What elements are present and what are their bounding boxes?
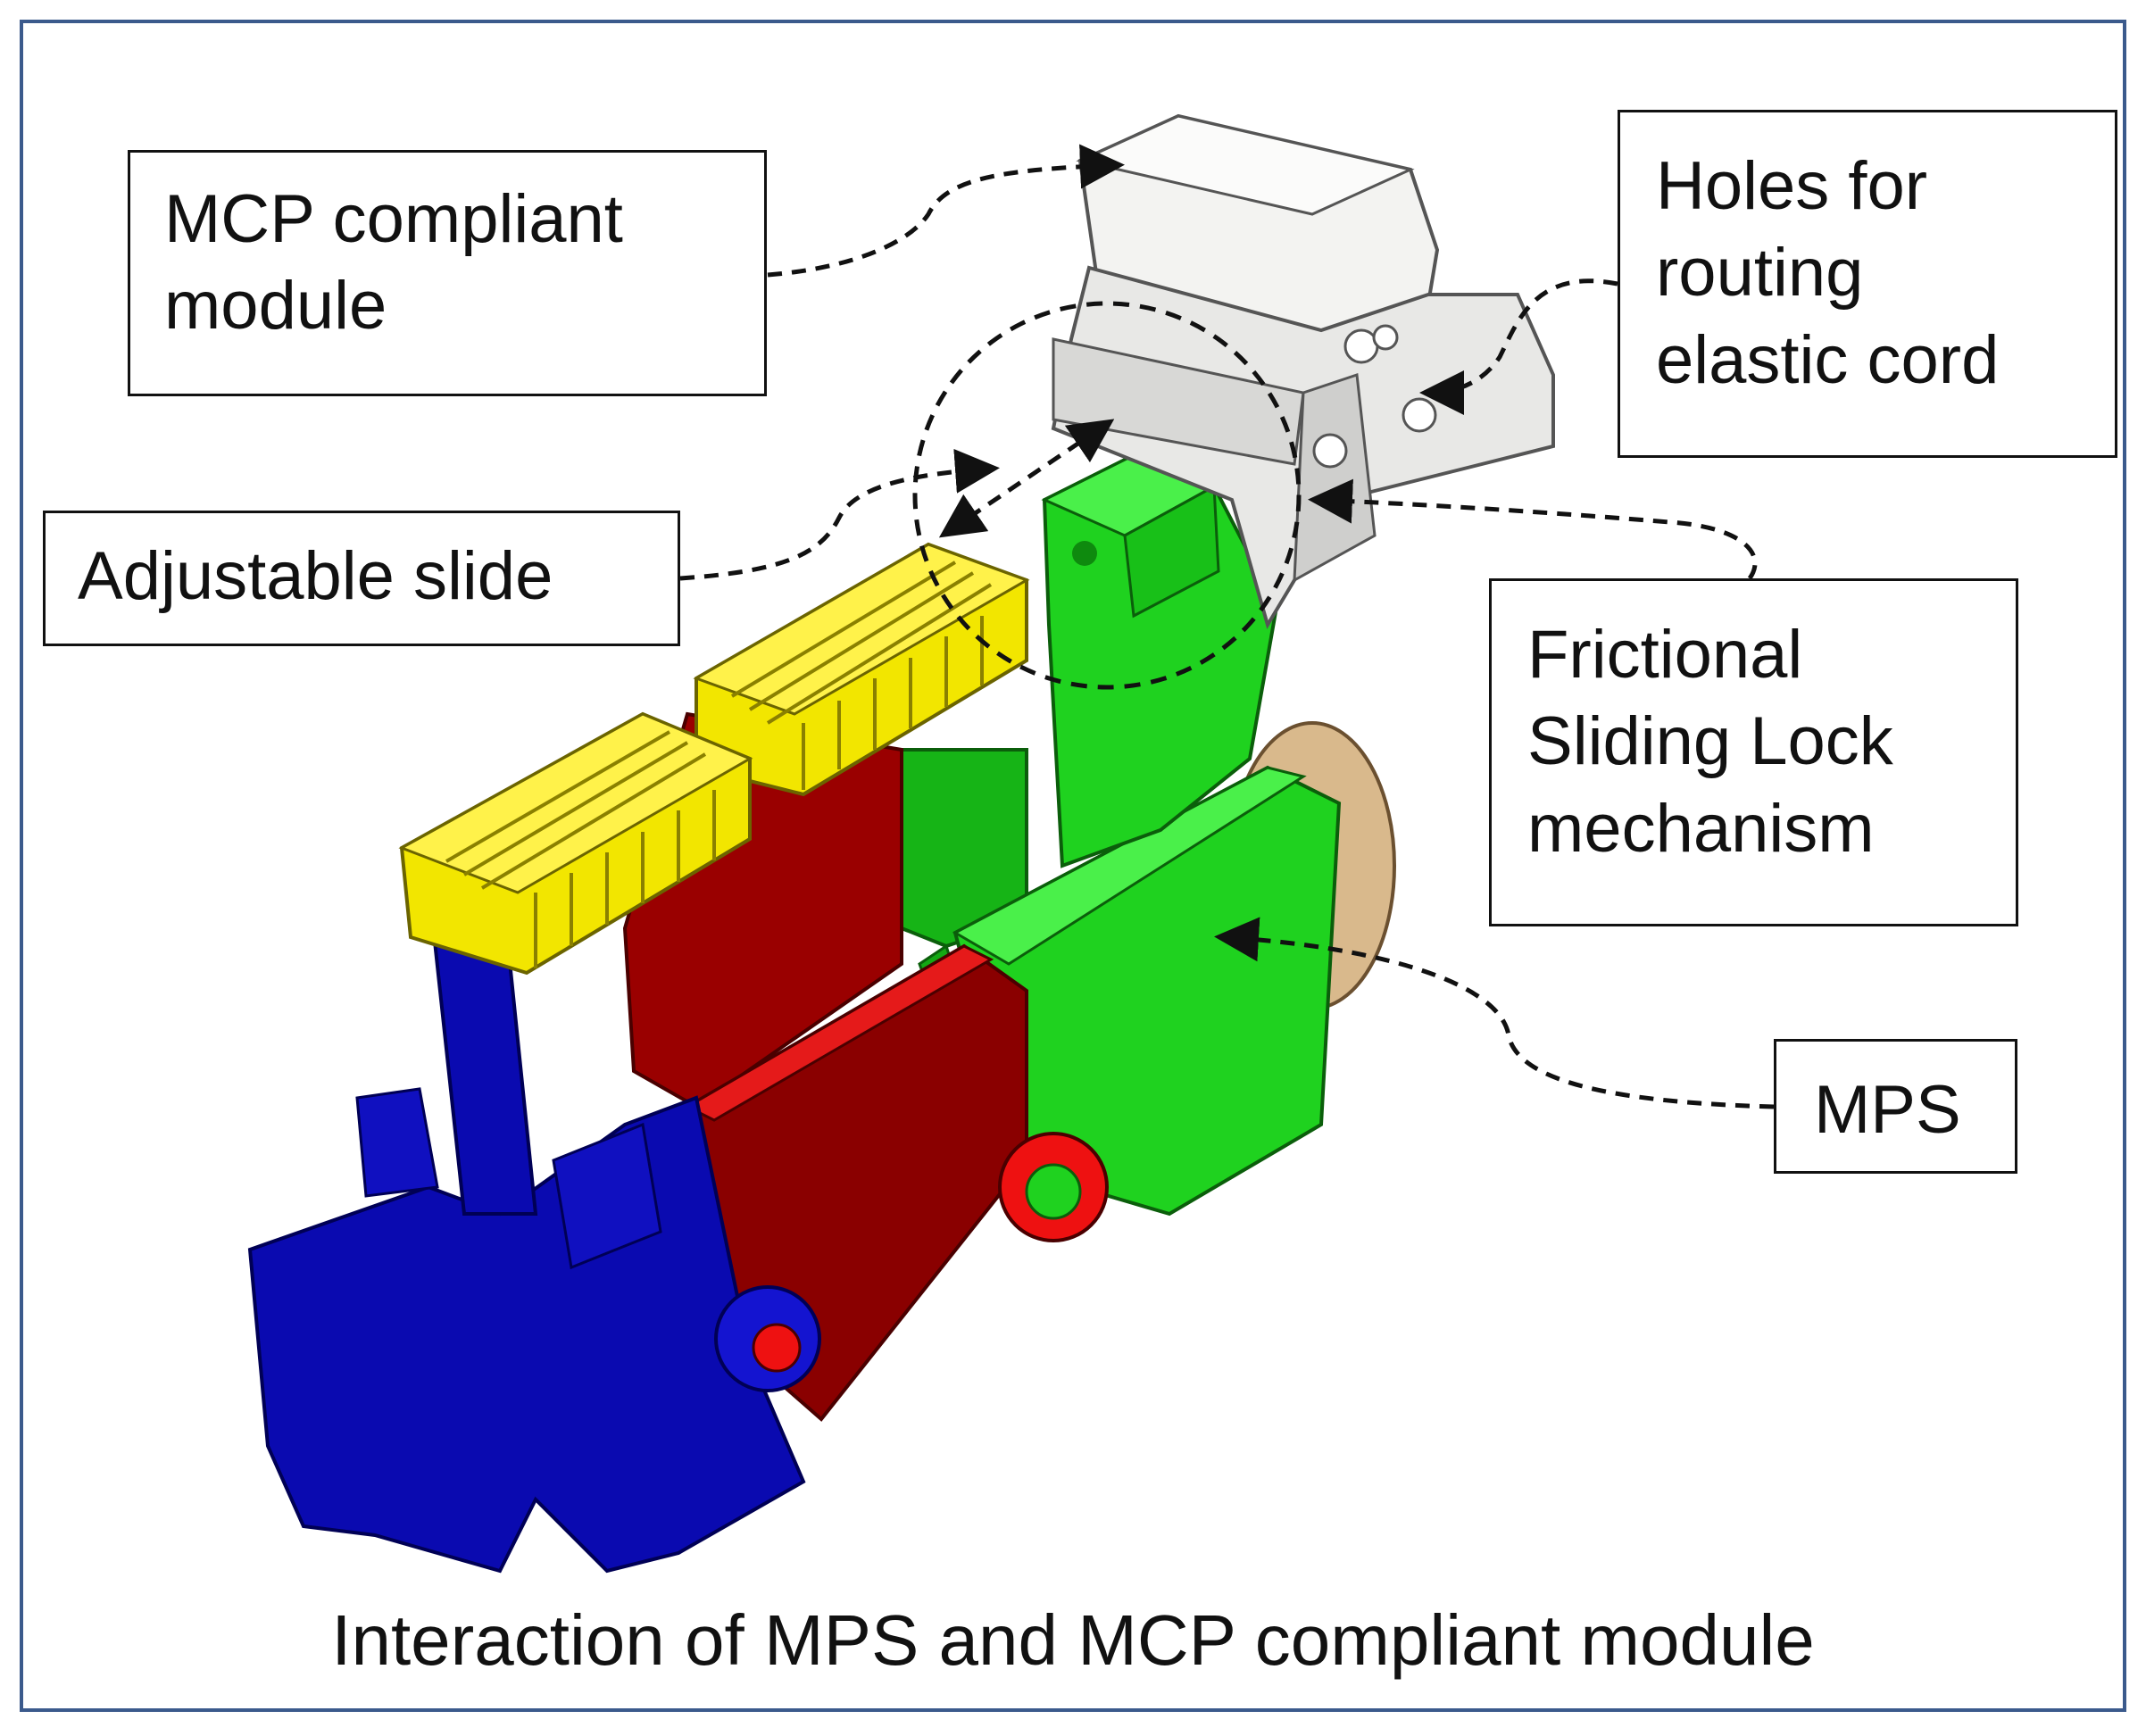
adjustable-slide-rear [693,542,1030,797]
leader-holes [1419,278,1618,415]
sliding-lock-highlight [912,301,1302,690]
label-mps: MPS [1774,1039,2017,1174]
leader-lines [679,144,1775,1109]
figure-caption: Interaction of MPS and MCP compliant mod… [331,1600,1815,1680]
label-mcp-compliant-module: MCP compliant module [128,150,767,396]
figure-frame [20,20,2126,1712]
leader-mps [1214,917,1775,1109]
leader-adjustable-slide [679,448,1000,581]
mcp-compliant-module [1051,113,1555,629]
label-adjustable-slide: Adjustable slide [43,511,680,646]
label-holes-for-routing: Holes for routing elastic cord [1618,110,2117,458]
adjustable-slide-front [398,711,753,976]
leader-sliding-lock [1308,478,1758,580]
leader-mcp-module [767,144,1125,278]
label-frictional-sliding-lock: Frictional Sliding Lock mechanism [1489,578,2018,926]
slide-travel-arrow [938,419,1115,538]
